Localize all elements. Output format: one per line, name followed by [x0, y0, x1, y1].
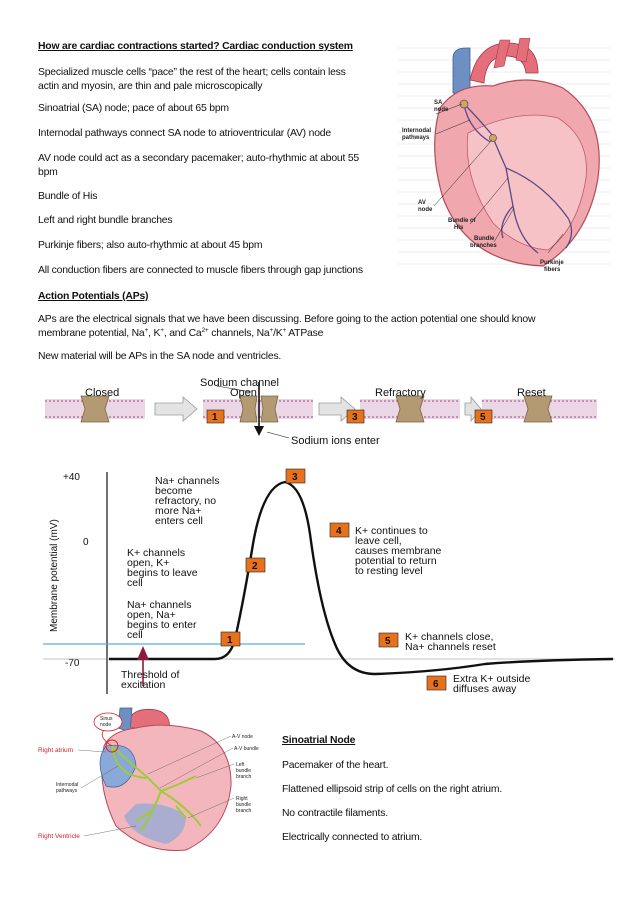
heading-conduction-system: How are cardiac contractions started? Ca…	[38, 41, 353, 52]
av-node-marker	[489, 134, 497, 142]
annotation-refractory: Na+ channels become refractory, no more …	[155, 475, 222, 527]
annotation-extra-k: Extra K+ outside diffuses away	[453, 673, 533, 695]
top-badges: 1 3 5	[206, 409, 493, 424]
paragraph-line: Sinoatrial (SA) node; pace of about 65 b…	[38, 103, 229, 114]
paragraph-line: Left and right bundle branches	[38, 215, 173, 226]
svg-text:5: 5	[385, 636, 391, 647]
svg-text:3: 3	[352, 412, 358, 423]
channel-refractory	[395, 395, 425, 423]
annotation-k-continues: K+ continues to leave cell, causes membr…	[355, 525, 444, 577]
sa-line: Flattened ellipsoid strip of cells on th…	[282, 784, 503, 795]
paragraph-line: Purkinje fibers; also auto-rhythmic at a…	[38, 240, 263, 251]
channel-open-right	[260, 395, 279, 423]
sodium-channel-label: Sodium channel	[200, 377, 279, 389]
arrow-right-icon	[154, 396, 198, 422]
annotation-threshold: Threshold of excitation	[121, 669, 182, 691]
sa-node-marker	[459, 99, 469, 109]
paragraph-line: Internodal pathways connect SA node to a…	[38, 128, 331, 139]
tick-plus-40: +40	[63, 472, 80, 483]
channel-reset	[523, 395, 553, 423]
tick-zero: 0	[83, 537, 89, 548]
sa-line: Electrically connected to atrium.	[282, 832, 423, 843]
svg-text:4: 4	[336, 526, 342, 537]
arrow-down-icon	[254, 426, 264, 436]
tick-minus-70: -70	[65, 658, 80, 669]
action-potential-figure: Closed Sodium channel Open Refractory Re…	[35, 374, 615, 695]
sa-line: Pacemaker of the heart.	[282, 760, 389, 771]
state-reset-label: Reset	[517, 387, 546, 399]
label-right-ventricle: Right Ventricle	[38, 833, 80, 840]
arrow-up-icon	[137, 646, 149, 660]
state-closed-label: Closed	[85, 387, 119, 399]
label-av-bundle: A-V bundle	[234, 746, 259, 752]
paragraph-line: APs are the electrical signals that we h…	[38, 314, 536, 325]
heading-sinoatrial-node: Sinoatrial Node	[282, 735, 356, 746]
svg-text:6: 6	[433, 679, 439, 690]
y-axis-label: Membrane potential (mV)	[49, 519, 60, 632]
paragraph-line: All conduction fibers are connected to m…	[38, 265, 363, 276]
svg-text:5: 5	[480, 412, 486, 423]
sinus-node-marker	[105, 739, 119, 753]
state-refractory-label: Refractory	[375, 387, 426, 399]
heading-action-potentials: Action Potentials (APs)	[38, 291, 149, 302]
paragraph-line: Specialized muscle cells “pace” the rest…	[38, 67, 346, 78]
svg-text:3: 3	[292, 472, 298, 483]
paragraph-line: bpm	[38, 167, 58, 178]
svg-text:1: 1	[212, 412, 218, 423]
annotation-k-close: K+ channels close, Na+ channels reset	[405, 631, 496, 653]
state-open-label: Open	[230, 387, 257, 399]
sodium-ions-enter-label: Sodium ions enter	[291, 435, 380, 447]
action-potential-curve	[109, 480, 614, 676]
paragraph-line: New material will be APs in the SA node …	[38, 351, 282, 362]
paragraph-line: AV node could act as a secondary pacemak…	[38, 153, 360, 164]
label-right-atrium: Right atrium	[38, 747, 73, 754]
annotation-na-open: Na+ channels open, Na+ begins to enter c…	[127, 599, 199, 641]
conduction-pathways	[111, 745, 202, 832]
svg-text:1: 1	[227, 635, 233, 646]
channel-open-left	[239, 395, 258, 423]
channel-closed	[80, 395, 110, 423]
paragraph-line: Bundle of His	[38, 191, 98, 202]
label-av-node: A-V node	[232, 734, 253, 740]
sa-line: No contractile filaments.	[282, 808, 388, 819]
paragraph-line-ions: membrane potential, Na+, K+, and Ca2+ ch…	[38, 327, 324, 339]
annotation-k-open: K+ channels open, K+ begins to leave cel…	[127, 547, 201, 589]
svg-text:2: 2	[252, 561, 258, 572]
curve-badges: 3 4 2 1 5 6	[220, 468, 447, 691]
paragraph-line: actin and myosin, are thin and pale micr…	[38, 81, 263, 92]
